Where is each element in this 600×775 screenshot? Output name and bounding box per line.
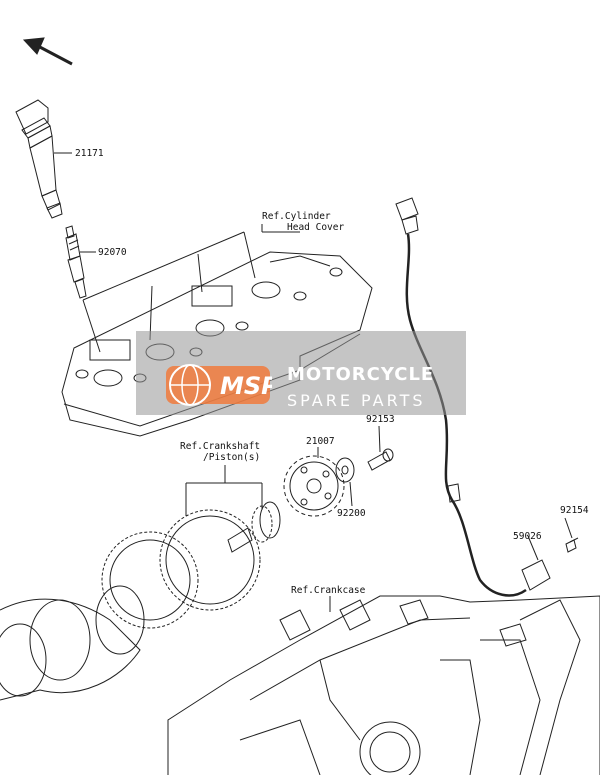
arrow-up-left-icon	[22, 37, 73, 66]
crankcase	[167, 595, 600, 775]
label-piston: /Piston(s)	[203, 452, 261, 463]
label-ignition-coil: 21171	[75, 148, 104, 159]
label-ref-cylinder: Ref.Cylinder	[262, 211, 331, 222]
watermark-line1: MOTORCYCLE	[287, 364, 435, 385]
label-bolt-upper: 92153	[366, 414, 395, 425]
label-head-cover: Head Cover	[287, 222, 345, 233]
label-washer: 92200	[337, 508, 366, 519]
label-pickup-coil: 21007	[306, 436, 335, 447]
ignition-coil	[15, 99, 63, 219]
pickup-coil-gear	[283, 455, 345, 517]
label-spark-plug: 92070	[98, 247, 127, 258]
bolt	[367, 448, 394, 471]
watermark-line2: SPARE PARTS	[287, 391, 426, 410]
crankshaft	[0, 501, 281, 701]
washer	[335, 457, 355, 483]
label-ref-crankshaft: Ref.Crankshaft	[180, 441, 261, 452]
sensor-wire	[395, 197, 579, 597]
watermark-logo-text: MSP	[220, 372, 272, 400]
label-ref-crankcase: Ref.Crankcase	[291, 585, 366, 596]
label-bolt-right: 92154	[560, 505, 589, 516]
spark-plug	[65, 225, 87, 299]
watermark-logo: MSP	[166, 364, 272, 406]
label-clamp: 59026	[513, 531, 542, 542]
